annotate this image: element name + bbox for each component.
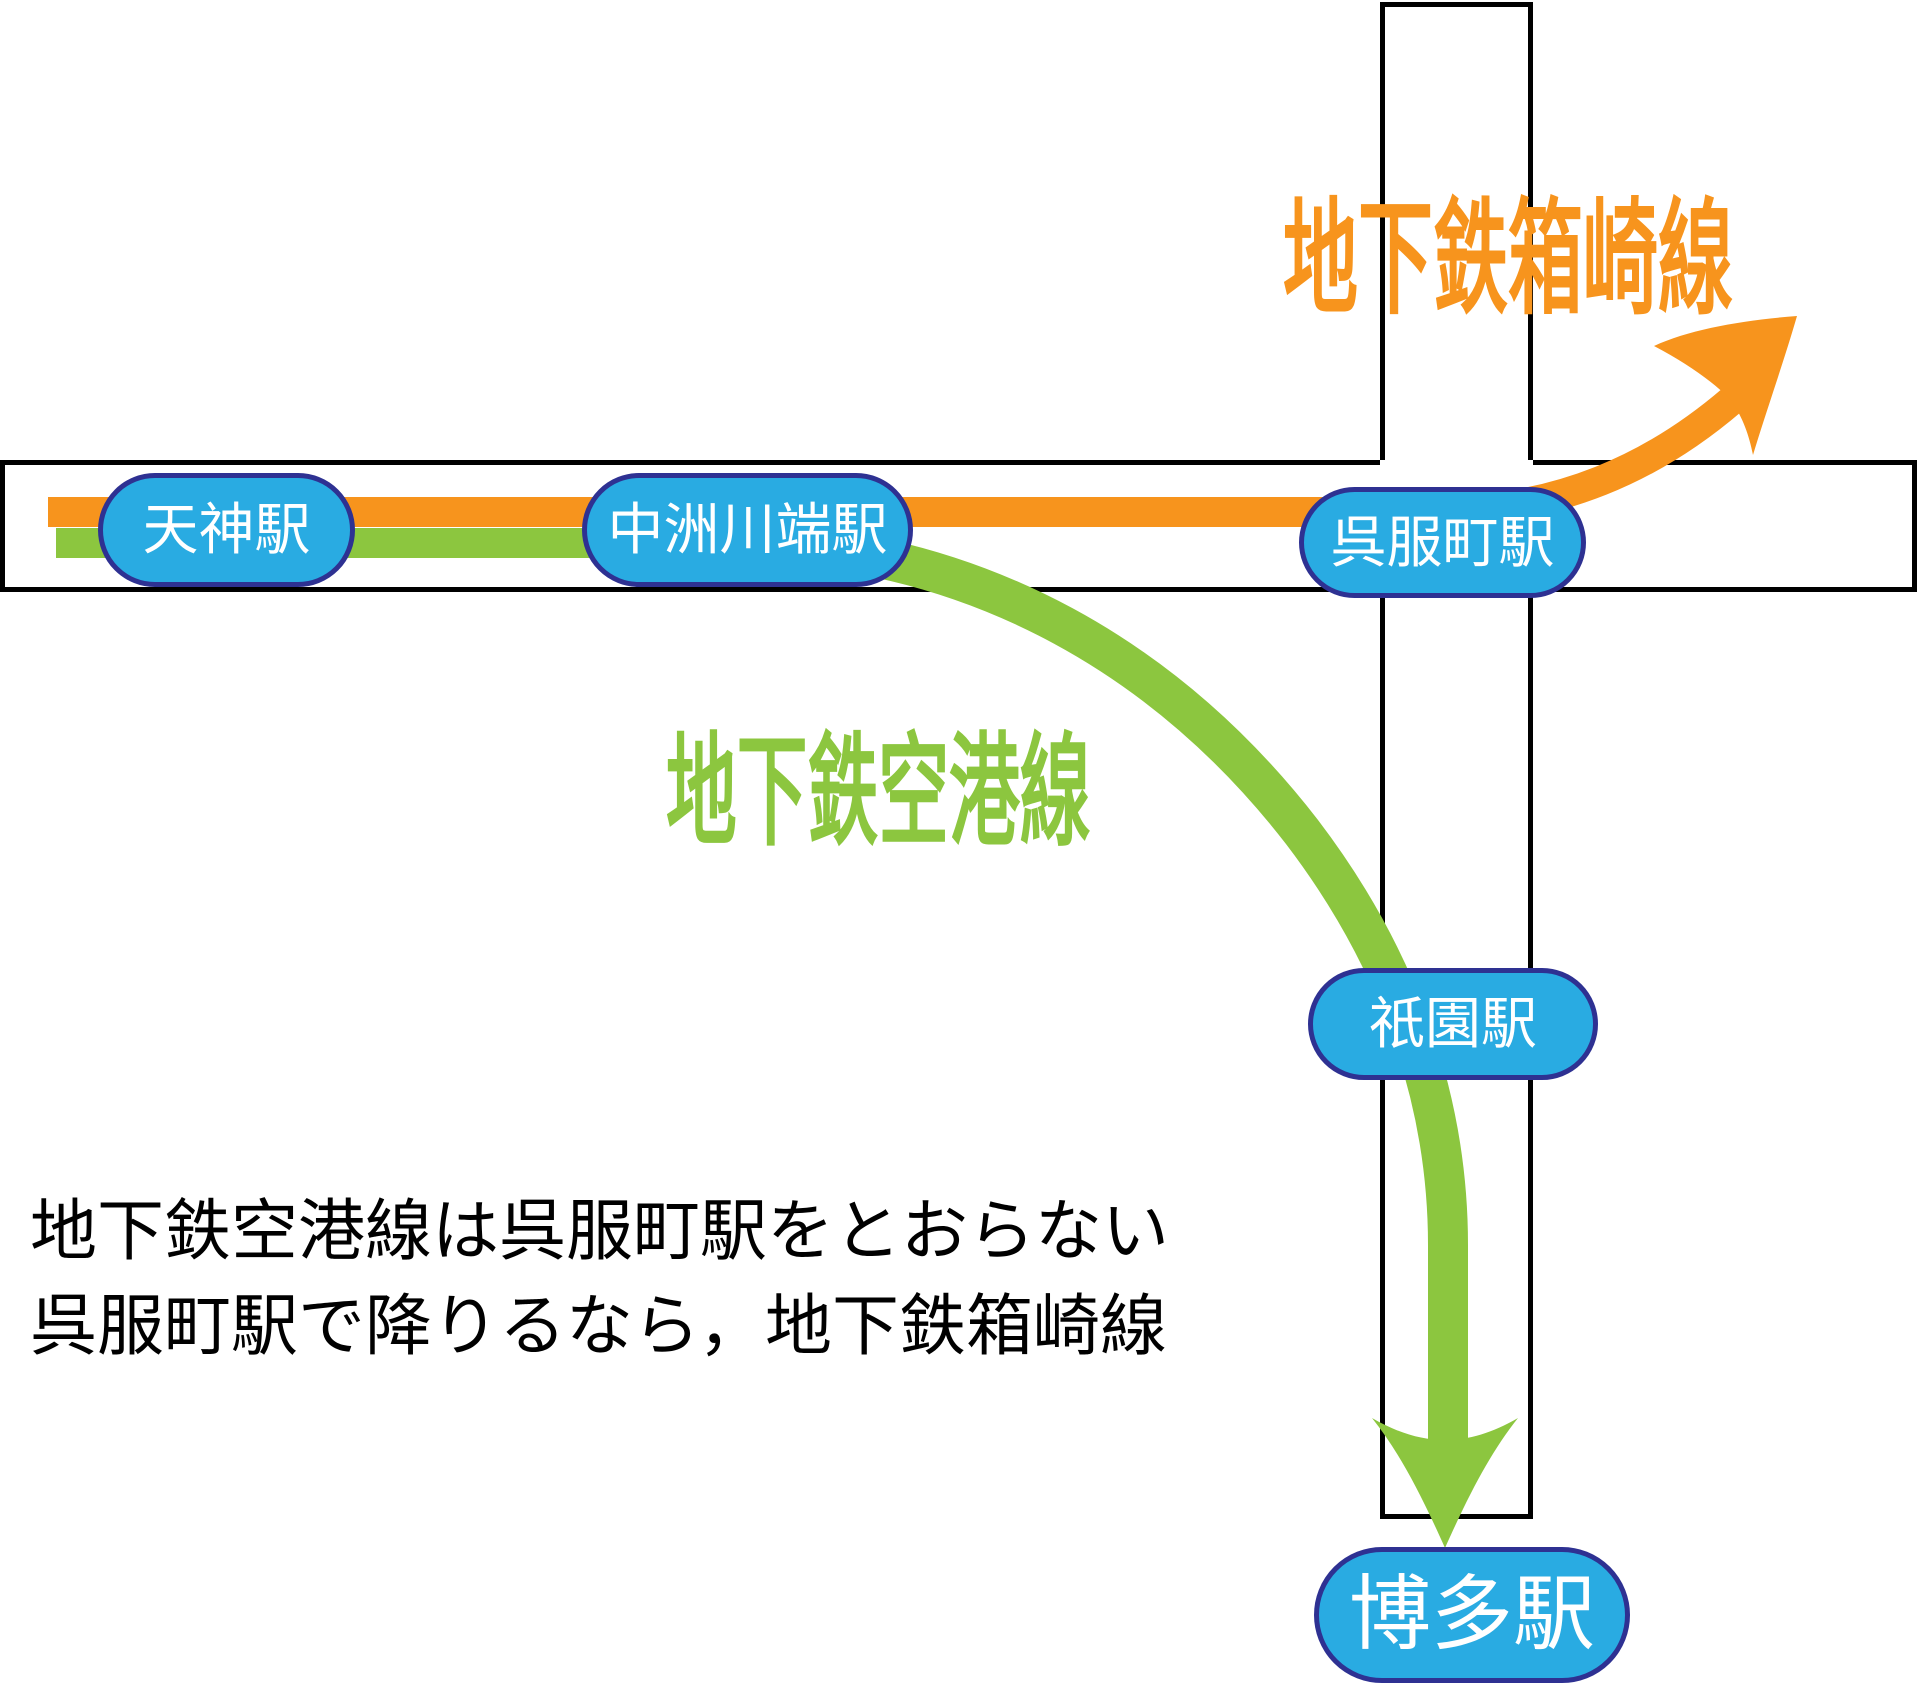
station-gion-label: 祇園駅 (1369, 992, 1537, 1055)
kuko-line-curve (768, 523, 1468, 1452)
station-nakasu-kawabata-label: 中洲川端駅 (607, 498, 888, 561)
note-line-1: 地下鉄空港線は呉服町駅をとおらない (30, 1194, 1169, 1269)
station-tenjin-label: 天神駅 (142, 498, 311, 561)
station-gofukumachi-label: 呉服町駅 (1330, 510, 1555, 574)
station-gofukumachi: 呉服町駅 (1299, 487, 1586, 598)
hakozaki-line-arrowhead (1654, 316, 1797, 455)
kuko-line-label: 地下鉄空港線 (666, 724, 1091, 860)
station-gion: 祇園駅 (1308, 968, 1598, 1080)
note-text: 地下鉄空港線は呉服町駅をとおらない 呉服町駅で降りるなら，地下鉄箱崎線 (30, 1184, 1169, 1374)
station-hakata: 博多駅 (1314, 1547, 1630, 1683)
station-nakasu-kawabata: 中洲川端駅 (582, 473, 913, 587)
station-hakata-label: 博多駅 (1348, 1569, 1595, 1660)
station-tenjin: 天神駅 (98, 473, 355, 587)
hakozaki-line-label: 地下鉄箱崎線 (1283, 190, 1733, 329)
kuko-line-arrowhead (1372, 1418, 1518, 1548)
note-line-2: 呉服町駅で降りるなら，地下鉄箱崎線 (30, 1289, 1167, 1364)
